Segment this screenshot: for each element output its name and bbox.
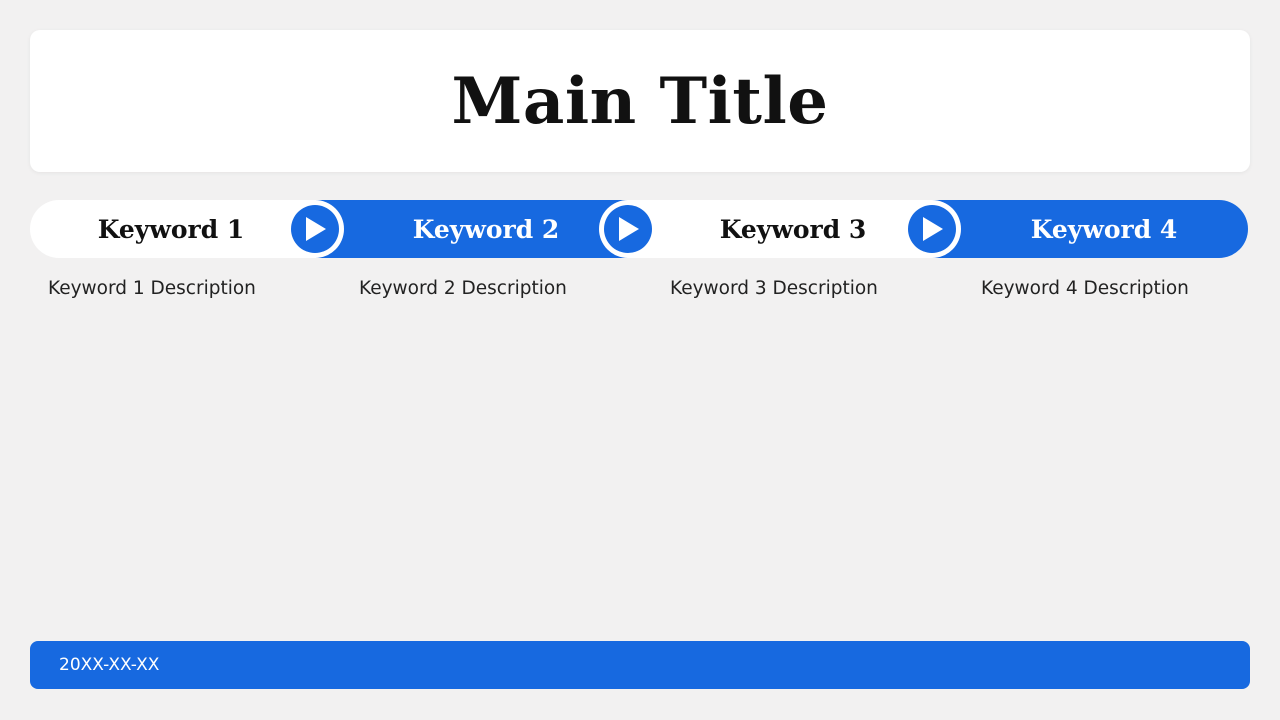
step-keyword-2: Keyword 2 [412, 214, 560, 244]
play-icon [286, 200, 344, 258]
step-band-1: Keyword 1 [30, 200, 330, 258]
step-keyword-1: Keyword 1 [97, 214, 245, 244]
step-description-2: Keyword 2 Description [359, 278, 567, 299]
play-icon [599, 200, 657, 258]
step-keyword-3: Keyword 3 [719, 214, 867, 244]
step-band-2: Keyword 2 [316, 200, 636, 258]
footer-date: 20XX-XX-XX [59, 655, 160, 675]
step-band-4: Keyword 4 [932, 200, 1248, 258]
step-description-1: Keyword 1 Description [48, 278, 256, 299]
play-icon [903, 200, 961, 258]
step-description-3: Keyword 3 Description [670, 278, 878, 299]
step-description-4: Keyword 4 Description [981, 278, 1189, 299]
main-title: Main Title [451, 63, 829, 139]
step-band-3: Keyword 3 [628, 200, 938, 258]
title-card: Main Title [30, 30, 1250, 172]
footer-bar: 20XX-XX-XX [30, 641, 1250, 689]
step-keyword-4: Keyword 4 [1030, 214, 1178, 244]
